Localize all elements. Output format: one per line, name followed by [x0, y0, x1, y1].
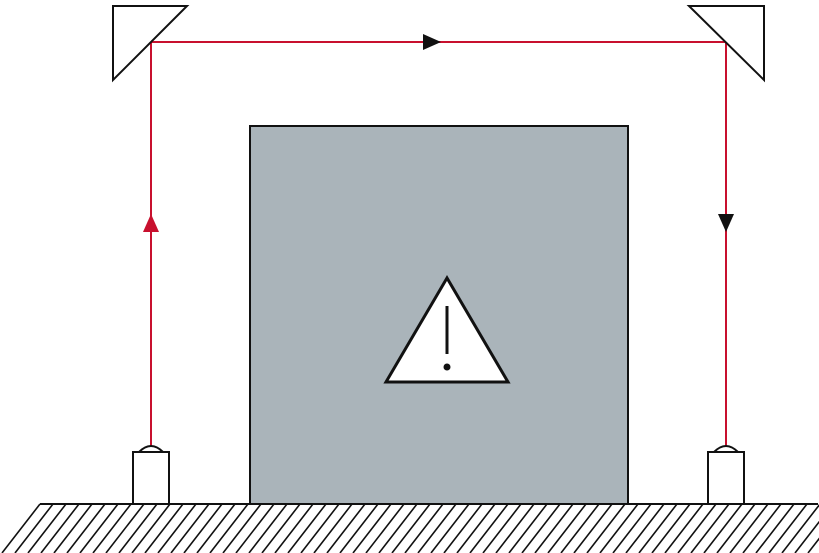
ground-hatch-line [339, 503, 379, 553]
ground-hatch-line [573, 503, 613, 553]
transmitter-sensor-icon [132, 445, 170, 505]
ground-hatch-line [313, 503, 353, 553]
ground-hatching-icon [1, 503, 819, 553]
ground-hatch-line [807, 537, 819, 553]
ground-hatch-line [781, 503, 819, 553]
ground-hatch-line [235, 503, 275, 553]
ground-hatch-line [794, 520, 819, 553]
ground-hatch-line [456, 503, 496, 553]
ground-hatch-line [586, 503, 626, 553]
ground-hatch-line [378, 503, 418, 553]
ground-hatch-line [326, 503, 366, 553]
ground-hatch-line [404, 503, 444, 553]
ground-hatch-line [144, 503, 184, 553]
ground-hatch-line [521, 503, 561, 553]
warning-triangle-icon [383, 275, 511, 384]
ground-hatch-line [651, 503, 691, 553]
ground-hatch-line [27, 503, 67, 553]
ground-hatch-line [664, 503, 704, 553]
ground-hatch-line [729, 503, 769, 553]
ground-hatch-line [742, 503, 782, 553]
ground-hatch-line [443, 503, 483, 553]
ground-hatch-line [547, 503, 587, 553]
ground-hatch-line [560, 503, 600, 553]
ground-hatch-line [222, 503, 262, 553]
ground-hatch-line [768, 503, 808, 553]
ground-hatch-line [612, 503, 652, 553]
ground-hatch-line [118, 503, 158, 553]
ground-hatch-line [417, 503, 457, 553]
ground-hatch-line [365, 503, 405, 553]
ground-hatch-line [248, 503, 288, 553]
ground-hatch-line [690, 503, 730, 553]
ground-hatch-line [677, 503, 717, 553]
ground-hatch-line [170, 503, 210, 553]
deflection-mirror-right-icon [686, 5, 765, 83]
ground-hatch-line [196, 503, 236, 553]
beam-arrow-right-icon [423, 34, 441, 50]
ground-hatch-line [300, 503, 340, 553]
ground-hatch-line [105, 503, 145, 553]
ground-hatch-line [209, 503, 249, 553]
ground-hatch-line [469, 503, 509, 553]
ground-hatch-line [638, 503, 678, 553]
ground-hatch-line [14, 503, 54, 553]
ground-hatch-line [352, 503, 392, 553]
beam-arrow-down-icon [718, 214, 734, 232]
ground-hatch-line [92, 503, 132, 553]
ground-hatch-line [755, 503, 795, 553]
ground-hatch-line [482, 503, 522, 553]
ground-hatch-line [66, 503, 106, 553]
ground-hatch-line [131, 503, 171, 553]
ground-hatch-line [625, 503, 665, 553]
ground-hatch-line [79, 503, 119, 553]
ground-hatch-line [183, 503, 223, 553]
ground-hatch-line [40, 503, 80, 553]
ground-hatch-line [157, 503, 197, 553]
ground-hatch-line [716, 503, 756, 553]
ground-hatch-line [599, 503, 639, 553]
ground-hatch-line [261, 503, 301, 553]
ground-hatch-line [1, 503, 41, 553]
receiver-sensor-icon [707, 445, 745, 505]
ground-hatch-line [703, 503, 743, 553]
ground-hatch-line [287, 503, 327, 553]
ground-hatch-line [274, 503, 314, 553]
ground-hatch-line [53, 503, 93, 553]
beam-arrow-up-icon [143, 214, 159, 232]
deflection-mirror-left-icon [112, 5, 190, 83]
ground-hatch-line [534, 503, 574, 553]
ground-hatch-line [508, 503, 548, 553]
ground-hatch-line [430, 503, 470, 553]
ground-hatch-line [391, 503, 431, 553]
ground-hatch-line [495, 503, 535, 553]
